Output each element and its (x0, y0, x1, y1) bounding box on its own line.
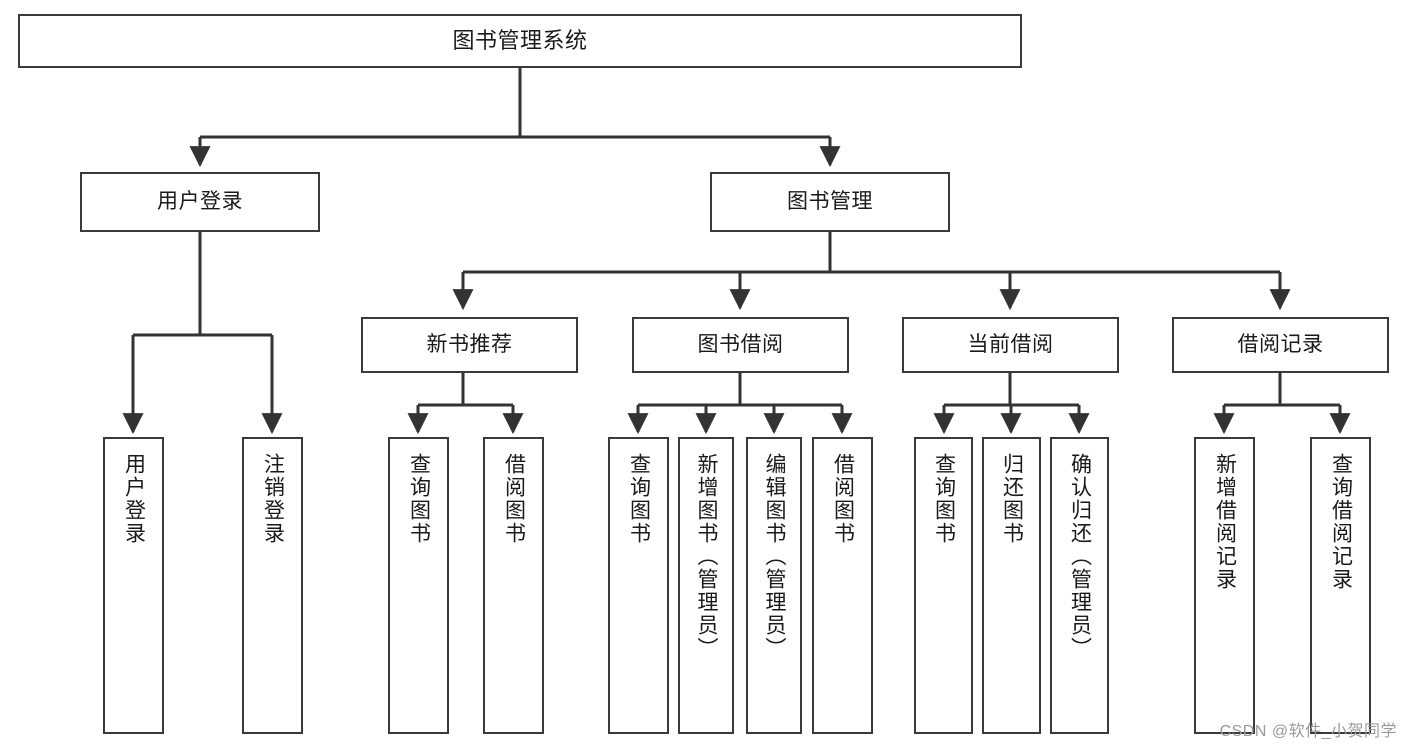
node-borrow-record[interactable]: 借阅记录 (1172, 317, 1389, 373)
node-leaf-add-record-label: 新增借阅记录 (1213, 453, 1237, 591)
node-leaf-query-book-2-label: 查询图书 (627, 453, 651, 545)
node-leaf-borrow-book-1[interactable]: 借阅图书 (483, 437, 544, 734)
watermark-text: CSDN @软件_小贺同学 (1219, 723, 1397, 740)
node-book-borrow-label: 图书借阅 (697, 332, 784, 356)
node-leaf-borrow-book-2-label: 借阅图书 (831, 453, 855, 545)
node-new-book-recommend-label: 新书推荐 (426, 332, 513, 356)
node-root-label: 图书管理系统 (452, 28, 588, 54)
node-user-login[interactable]: 用户登录 (80, 172, 320, 232)
node-leaf-confirm-return-label: 确认归还（管理员） (1068, 453, 1092, 660)
node-current-borrow-label: 当前借阅 (967, 332, 1054, 356)
node-leaf-borrow-book-1-label: 借阅图书 (502, 453, 526, 545)
node-root[interactable]: 图书管理系统 (18, 14, 1022, 68)
node-leaf-logout-login-label: 注销登录 (261, 453, 285, 545)
node-leaf-add-book[interactable]: 新增图书（管理员） (678, 437, 734, 734)
node-leaf-logout-login[interactable]: 注销登录 (242, 437, 303, 734)
node-borrow-record-label: 借阅记录 (1237, 332, 1324, 356)
node-leaf-query-record[interactable]: 查询借阅记录 (1310, 437, 1371, 734)
node-leaf-query-book-1[interactable]: 查询图书 (388, 437, 449, 734)
node-leaf-add-book-label: 新增图书（管理员） (695, 453, 719, 660)
node-leaf-return-book-label: 归还图书 (1000, 453, 1024, 545)
node-leaf-confirm-return[interactable]: 确认归还（管理员） (1050, 437, 1109, 734)
node-book-manage[interactable]: 图书管理 (710, 172, 950, 232)
node-leaf-query-book-3[interactable]: 查询图书 (914, 437, 973, 734)
node-new-book-recommend[interactable]: 新书推荐 (361, 317, 578, 373)
node-current-borrow[interactable]: 当前借阅 (902, 317, 1119, 373)
node-leaf-query-book-2[interactable]: 查询图书 (608, 437, 669, 734)
node-leaf-query-book-1-label: 查询图书 (407, 453, 431, 545)
node-leaf-query-book-3-label: 查询图书 (932, 453, 956, 545)
node-book-manage-label: 图书管理 (787, 189, 873, 213)
node-leaf-user-login-label: 用户登录 (122, 453, 146, 545)
node-leaf-return-book[interactable]: 归还图书 (982, 437, 1041, 734)
node-leaf-query-record-label: 查询借阅记录 (1329, 453, 1353, 591)
node-book-borrow[interactable]: 图书借阅 (632, 317, 849, 373)
node-user-login-label: 用户登录 (157, 189, 243, 213)
node-leaf-edit-book-label: 编辑图书（管理员） (763, 453, 787, 660)
node-leaf-user-login[interactable]: 用户登录 (103, 437, 164, 734)
node-leaf-add-record[interactable]: 新增借阅记录 (1194, 437, 1255, 734)
node-leaf-edit-book[interactable]: 编辑图书（管理员） (746, 437, 802, 734)
node-leaf-borrow-book-2[interactable]: 借阅图书 (812, 437, 873, 734)
